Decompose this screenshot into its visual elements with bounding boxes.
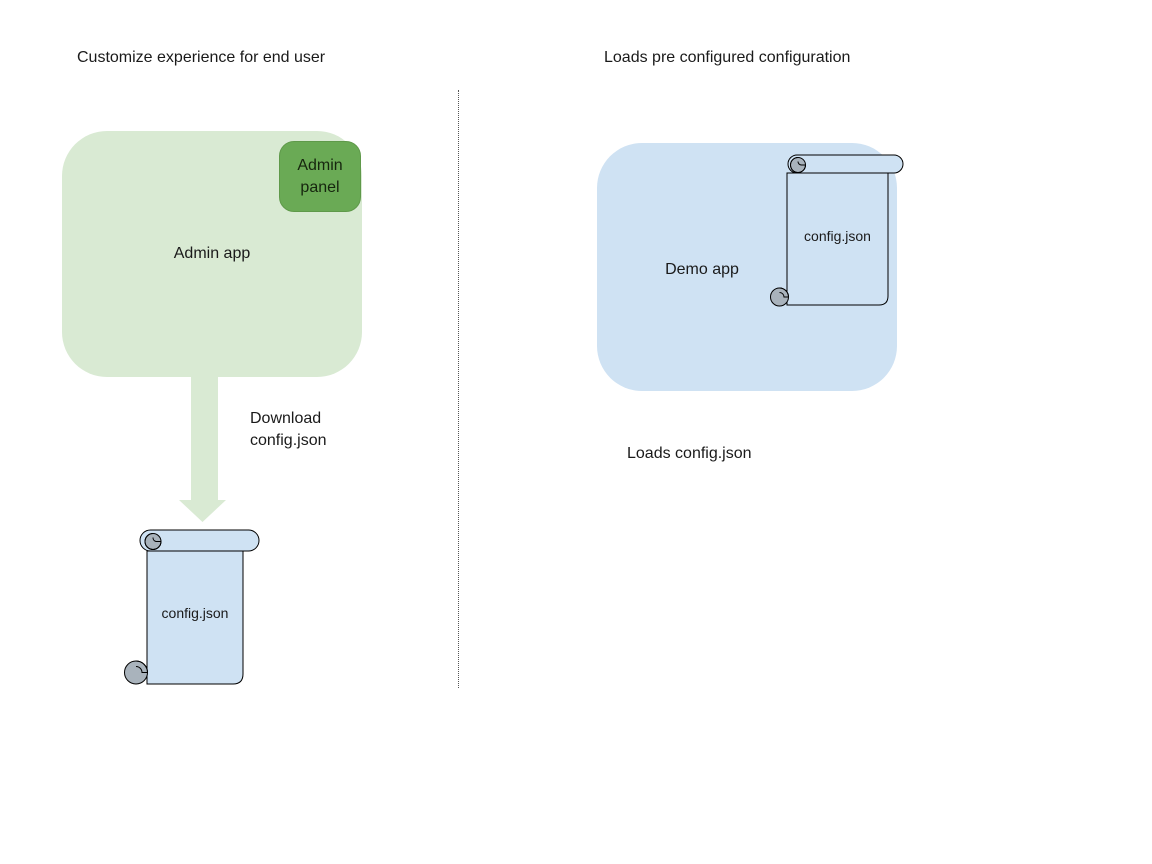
scroll-bottom-curl-spiral: [779, 287, 790, 298]
admin-app-label: Admin app: [173, 245, 251, 262]
demo-app-label: Demo app: [665, 261, 739, 278]
admin-panel-box: Admin panel: [279, 141, 361, 212]
scroll-top-roll: [787, 154, 904, 174]
config-file-scroll-icon: [124, 529, 260, 685]
download-arrow-icon: [179, 377, 226, 522]
scroll-body: [786, 172, 889, 306]
scroll-top-roll: [139, 529, 260, 552]
section-divider: [458, 90, 459, 688]
config-file-scroll-icon: [770, 154, 904, 307]
config-file-label-left: config.json: [161, 605, 229, 621]
scroll-top-curl-spiral: [790, 157, 807, 173]
scroll-bottom-curl-spiral: [135, 660, 149, 673]
download-arrow-label: Download config.json: [250, 410, 327, 449]
loads-config-caption: Loads config.json: [627, 445, 752, 462]
left-section-title: Customize experience for end user: [77, 49, 326, 66]
config-file-label-right: config.json: [804, 228, 871, 244]
right-section-title: Loads pre configured configuration: [604, 49, 851, 66]
admin-app-box: Admin app Admin panel: [62, 131, 362, 377]
scroll-body: [146, 550, 244, 685]
scroll-top-curl-spiral: [144, 533, 162, 550]
admin-panel-label: Admin panel: [297, 156, 343, 196]
download-arrow-shape: [179, 377, 226, 522]
